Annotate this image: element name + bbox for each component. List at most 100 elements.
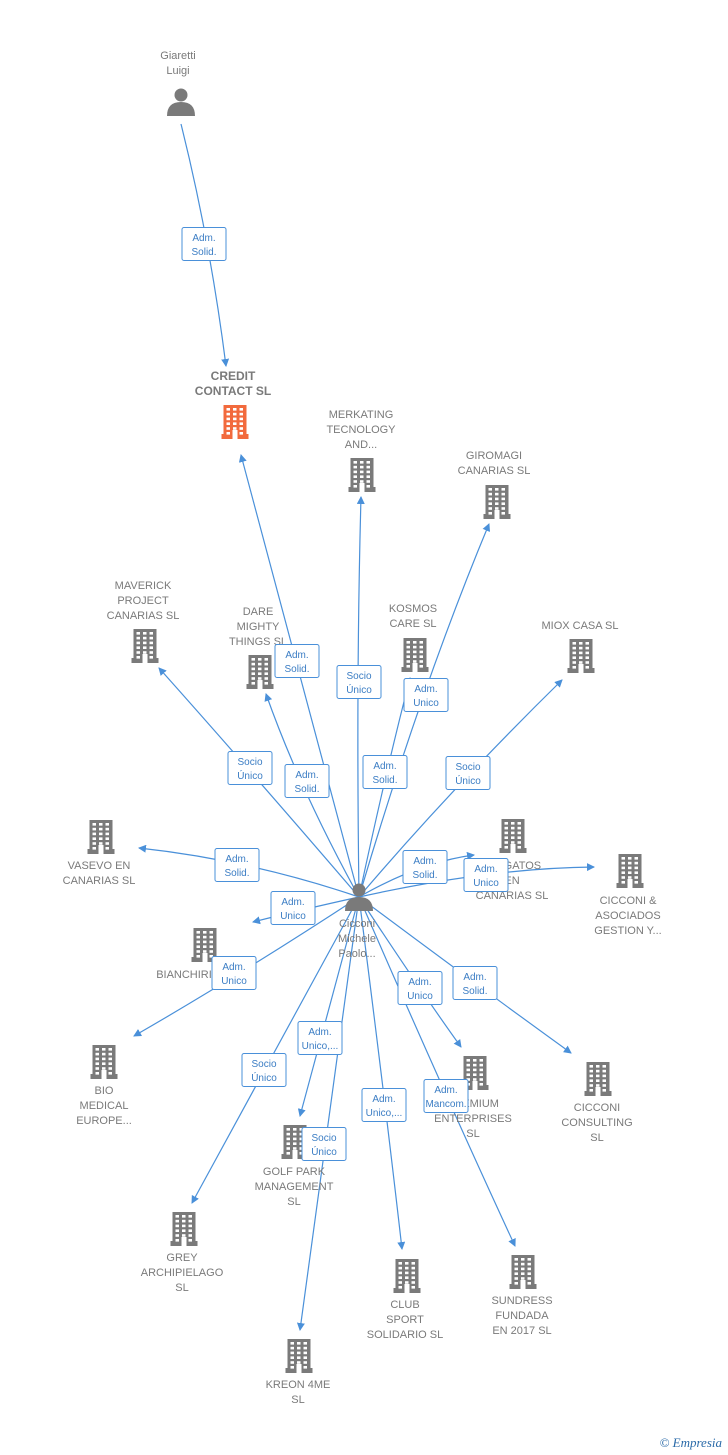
node-label: SPORT — [386, 1314, 424, 1326]
node-label: CARE SL — [389, 618, 436, 630]
node-label: VASEVO EN — [68, 860, 131, 872]
relation-text: Adm. — [281, 897, 304, 908]
node-label: GREY — [166, 1252, 198, 1264]
relation-label-alegatos[interactable]: Adm.Solid. — [402, 850, 448, 884]
relation-label-credit[interactable]: Adm.Solid. — [181, 227, 227, 261]
node-label: MIOX CASA SL — [541, 620, 618, 632]
relation-text: Socio — [311, 1133, 336, 1144]
relation-text: Solid. — [372, 775, 397, 786]
relation-text: Único — [455, 774, 481, 787]
node-label: CANARIAS SL — [458, 465, 531, 477]
building-icon — [393, 1259, 421, 1293]
relation-label-vasevo[interactable]: Adm.Solid. — [214, 848, 260, 882]
relation-text: Socio — [346, 671, 371, 682]
building-icon — [401, 638, 429, 672]
relation-text: Adm. — [308, 1027, 331, 1038]
node-label: CICCONI — [574, 1102, 620, 1114]
relation-text: Único — [346, 683, 372, 696]
building-icon — [616, 854, 644, 888]
relation-label-sundress[interactable]: Adm.Mancom. — [423, 1079, 469, 1113]
node-label: Cicconi — [339, 918, 375, 930]
node-label: CONTACT SL — [195, 384, 271, 398]
relation-text: Unico — [221, 976, 247, 987]
relation-box — [402, 850, 448, 884]
node-label: AND... — [345, 439, 377, 451]
relation-label-cicconi_asoc[interactable]: Adm.Unico — [463, 858, 509, 892]
relation-box — [211, 956, 257, 990]
node-bio[interactable]: BIOMEDICALEUROPE... — [76, 1045, 132, 1127]
relation-label-bio[interactable]: Adm.Unico — [211, 956, 257, 990]
edge-club — [358, 896, 406, 1250]
node-cicconi_cons[interactable]: CICCONI CONSULTING SL — [561, 1062, 633, 1144]
node-label: GOLF PARK — [263, 1166, 326, 1178]
relation-label-dare[interactable]: Adm.Solid. — [284, 764, 330, 798]
relation-label-premium[interactable]: Adm.Unico — [397, 971, 443, 1005]
node-label: SL — [590, 1132, 603, 1144]
relation-box — [297, 1021, 343, 1055]
node-label: MEDICAL — [80, 1100, 129, 1112]
node-miox[interactable]: MIOX CASA SL — [541, 620, 619, 673]
building-icon — [499, 819, 527, 853]
relation-box — [452, 966, 498, 1000]
node-label: EUROPE... — [76, 1115, 132, 1127]
node-label: KOSMOS — [389, 603, 437, 615]
relation-text: Adm. — [372, 1094, 395, 1105]
relation-text: Unico,... — [366, 1108, 403, 1119]
node-label: BIANCHIRI — [156, 969, 212, 981]
building-icon — [246, 655, 274, 689]
relation-label-kosmos[interactable]: Adm.Solid. — [362, 755, 408, 789]
node-label: SL — [287, 1196, 300, 1208]
node-merkating[interactable]: MERKATINGTECNOLOGYAND... — [326, 409, 396, 492]
relation-label-cicconi_cons[interactable]: Adm.Solid. — [452, 966, 498, 1000]
building-icon — [509, 1255, 537, 1289]
person-icon — [345, 883, 373, 911]
node-label: CONSULTING — [561, 1117, 632, 1129]
brand-logo: Empresia — [672, 1435, 722, 1450]
node-cicconi[interactable]: CicconiMichelePaolo... — [338, 883, 376, 961]
edge-sundress — [358, 896, 516, 1247]
building-icon — [131, 629, 159, 663]
node-label: Luigi — [166, 65, 189, 77]
node-label: CANARIAS SL — [476, 890, 549, 902]
node-label: EN 2017 SL — [492, 1325, 551, 1337]
relation-box — [274, 644, 320, 678]
relation-text: Adm. — [408, 977, 431, 988]
empresia-credit[interactable]: ©Empresia — [660, 1435, 722, 1451]
node-bianchiri[interactable]: BIANCHIRI — [156, 928, 219, 981]
edge-kreon — [296, 896, 360, 1331]
relation-text: Mancom. — [425, 1099, 466, 1110]
relation-text: Solid. — [412, 870, 437, 881]
relation-box — [214, 848, 260, 882]
node-label: CANARIAS SL — [107, 610, 180, 622]
relation-label-bianchiri[interactable]: Adm.Unico — [270, 891, 316, 925]
relation-label-giromagi[interactable]: Adm.Unico — [403, 678, 449, 712]
node-kosmos[interactable]: KOSMOS CARE SL — [389, 603, 437, 672]
relation-label-credit[interactable]: Adm.Solid. — [274, 644, 320, 678]
relation-box — [361, 1088, 407, 1122]
relation-text: Único — [251, 1071, 277, 1084]
relation-box — [284, 764, 330, 798]
relation-label-golf[interactable]: Adm.Unico,... — [297, 1021, 343, 1055]
relation-label-club[interactable]: Adm. Unico,... — [361, 1088, 407, 1122]
relation-text: Socio — [455, 762, 480, 773]
relation-box — [445, 756, 491, 790]
node-label: MIGHTY — [237, 621, 280, 633]
relation-box — [463, 858, 509, 892]
